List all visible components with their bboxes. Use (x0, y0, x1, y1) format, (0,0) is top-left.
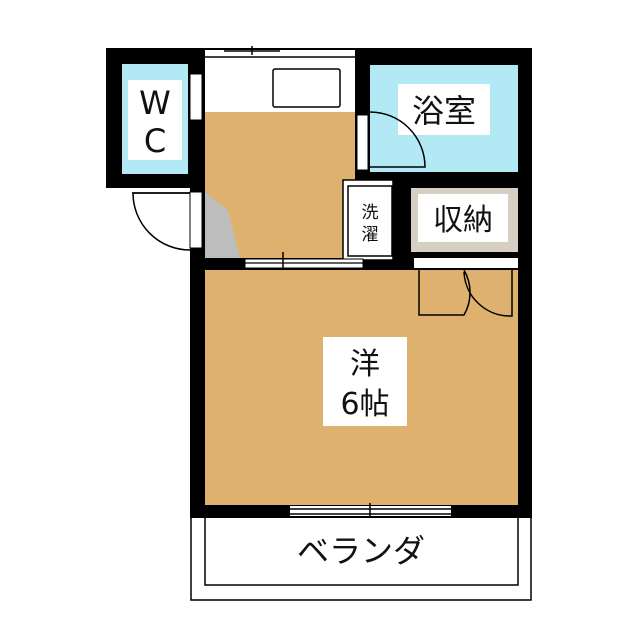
closet-door-left (418, 269, 471, 316)
bath-door-swing (369, 111, 426, 168)
washer-label-line1: 洗 (362, 203, 379, 223)
wc-label-bg (128, 80, 182, 160)
wc-door (189, 73, 203, 121)
bath-label-bg (398, 84, 490, 135)
balcony-inner (204, 515, 519, 586)
sink (272, 68, 341, 108)
entry-floor (205, 192, 240, 258)
balcony-label: ベランダ (297, 532, 425, 570)
storage-label-bg (418, 194, 508, 242)
closet-door-right (463, 270, 513, 317)
wc-label-line1: W (139, 84, 171, 122)
bath-door (356, 114, 369, 171)
room-label-size: 6帖 (340, 387, 389, 422)
kitchen-window (205, 50, 355, 60)
room-label-bg (323, 337, 407, 426)
bath-label: 浴室 (412, 92, 476, 130)
entrance-door (189, 191, 203, 249)
entrance-door-swing (132, 192, 191, 251)
wc-label-line2: C (144, 122, 166, 160)
washer-label-line2: 濯 (362, 225, 379, 245)
room-label-type: 洋 (350, 347, 380, 382)
storage-label: 収納 (433, 203, 493, 238)
washer-inner (347, 185, 393, 257)
closet-strip (414, 258, 518, 268)
